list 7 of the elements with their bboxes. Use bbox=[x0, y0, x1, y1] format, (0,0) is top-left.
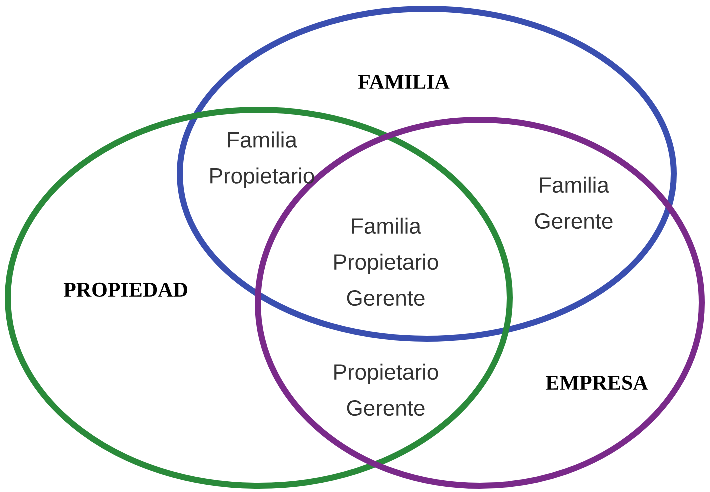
region-label: Propietario Gerente bbox=[334, 364, 438, 416]
region-label: Familia Gerente bbox=[535, 176, 613, 230]
circle-heading: EMPRESA bbox=[546, 376, 648, 390]
circle-heading: FAMILIA bbox=[358, 75, 450, 89]
circle-heading: PROPIEDAD bbox=[64, 282, 188, 298]
region-label: Familia Propietario bbox=[210, 132, 314, 188]
region-label: Familia Propietario Gerente bbox=[334, 218, 438, 306]
